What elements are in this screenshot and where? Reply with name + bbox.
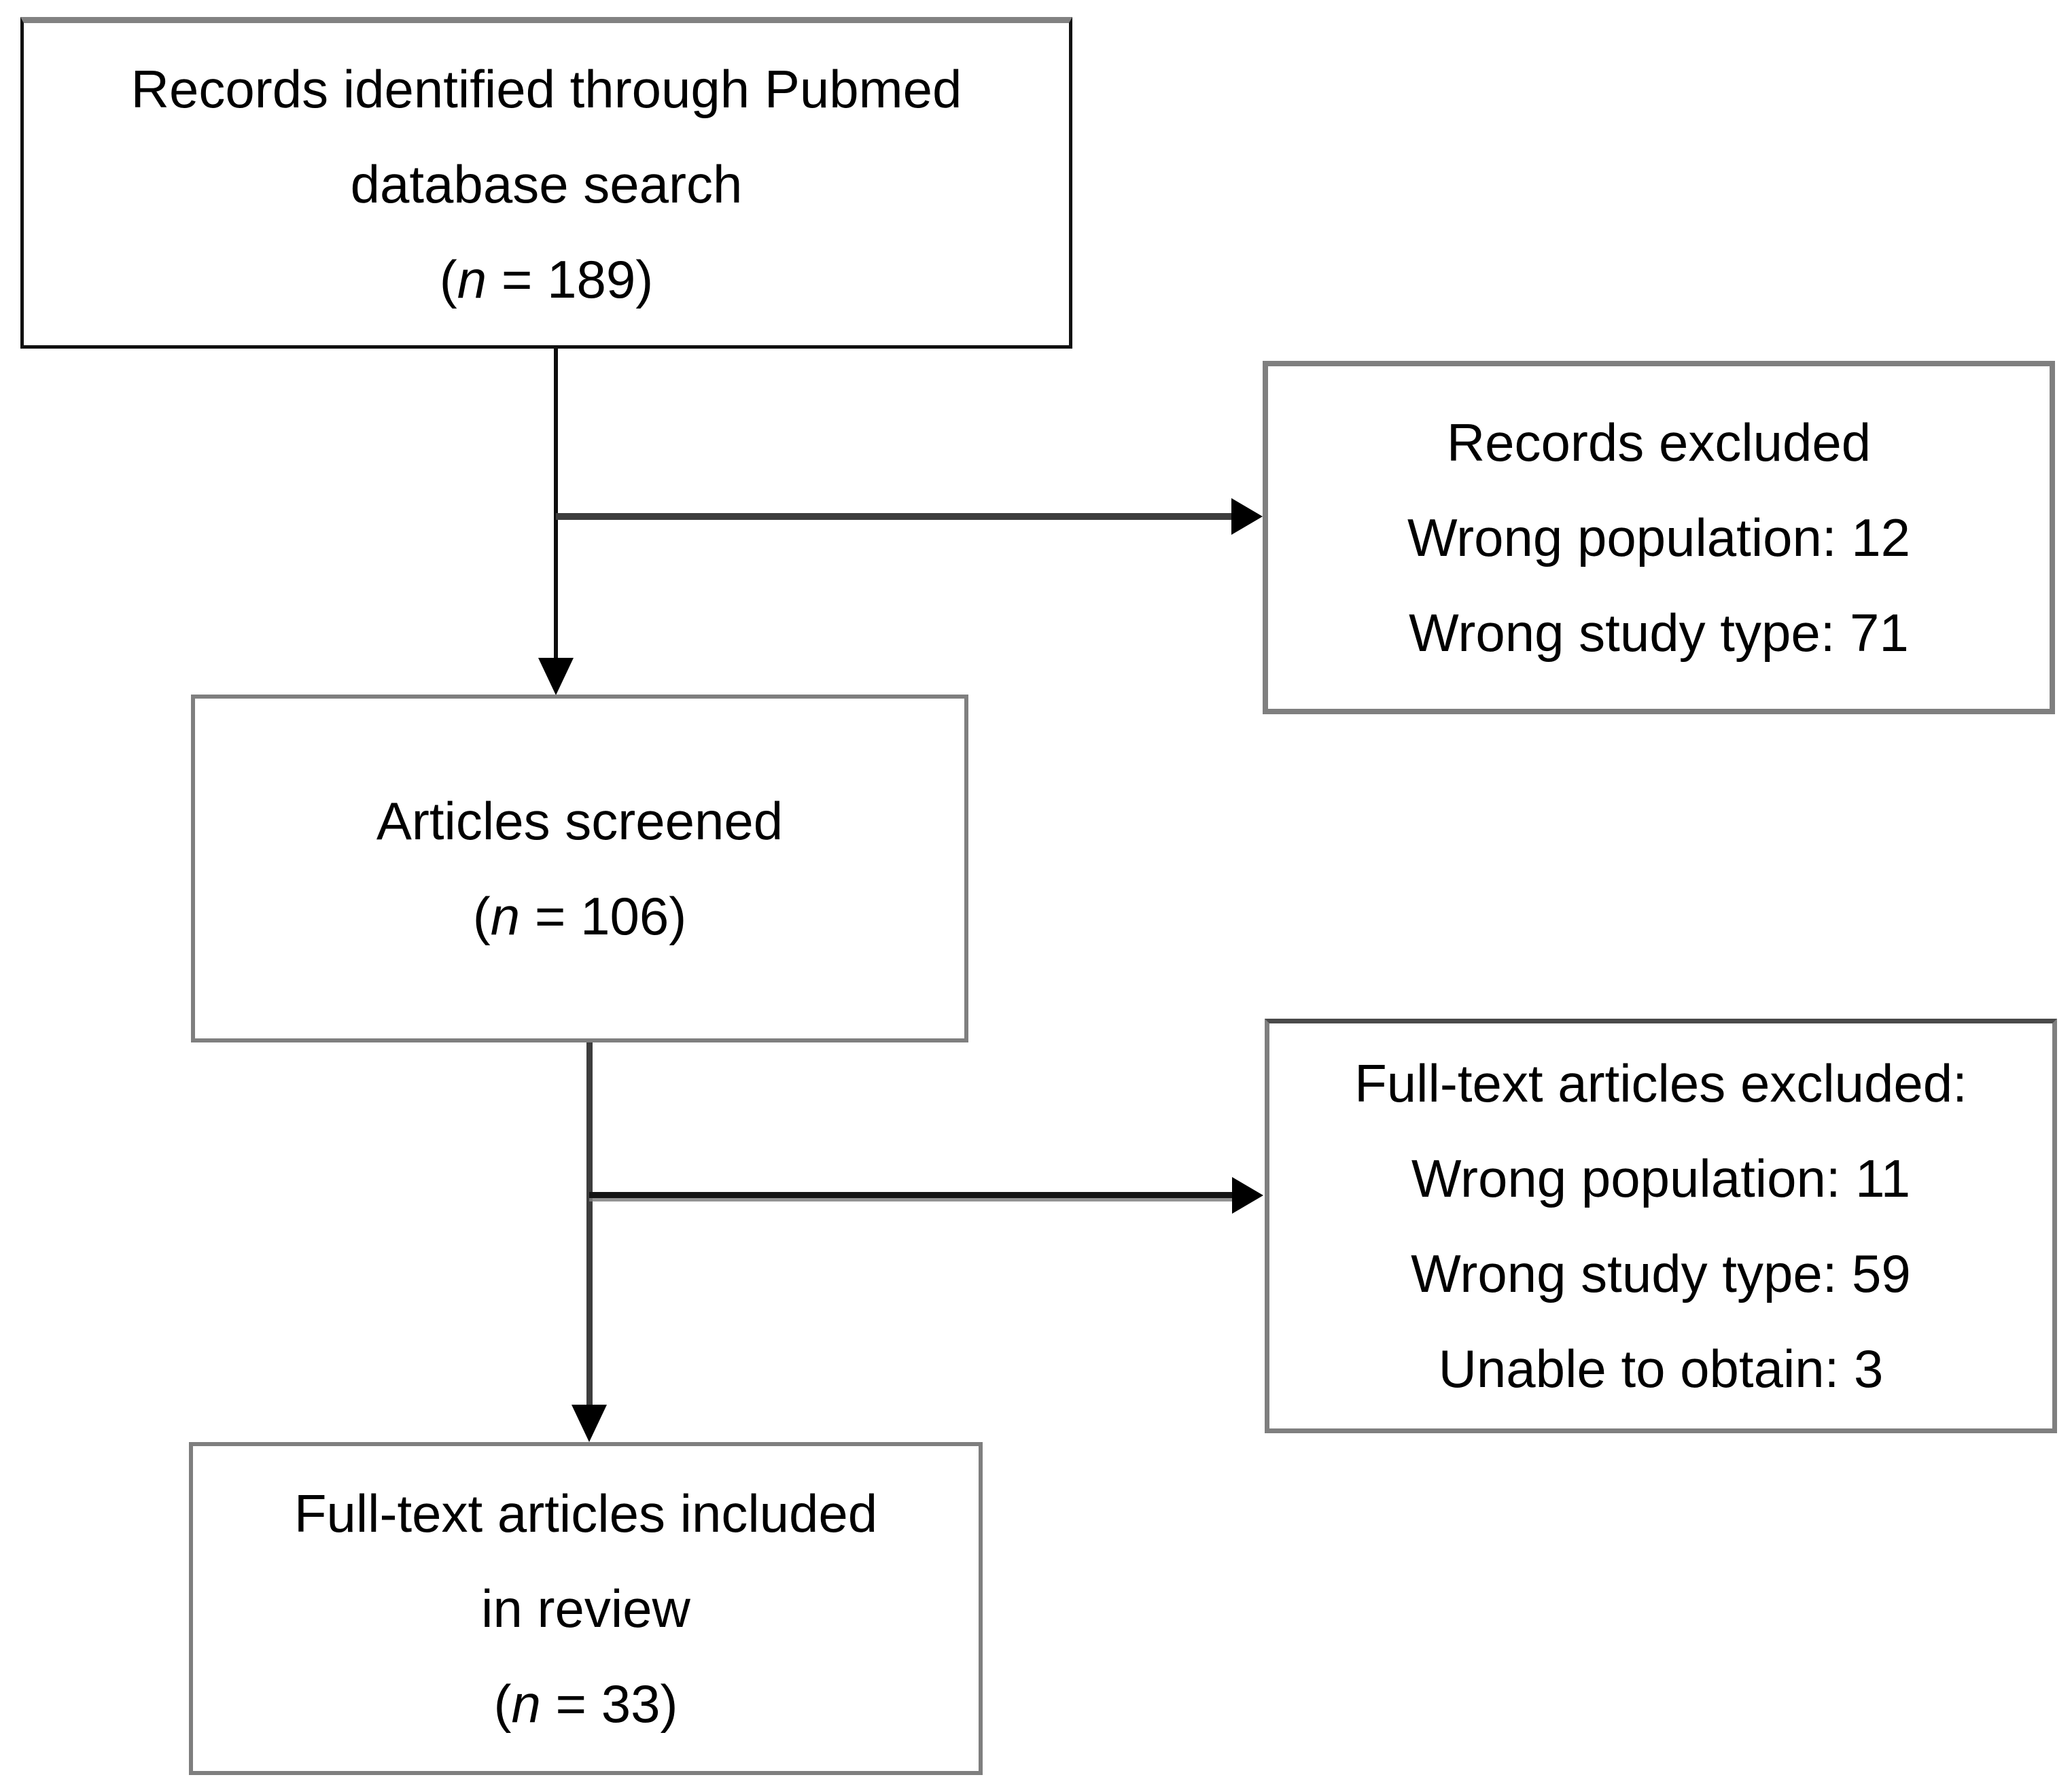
box-fulltext-included-count: (n = 33): [493, 1674, 678, 1734]
box-fulltext-excluded: Full-text articles excluded: Wrong popul…: [1265, 1019, 2057, 1433]
box-records-excluded-line3: Wrong study type: 71: [1409, 603, 1909, 663]
box-records-identified-line2: database search: [350, 154, 743, 214]
box-fulltext-excluded-line4: Unable to obtain: 3: [1438, 1339, 1884, 1399]
box-fulltext-included: Full-text articles included in review (n…: [189, 1442, 983, 1775]
box-records-identified-line1: Records identified through Pubmed: [130, 59, 962, 119]
box-records-excluded: Records excluded Wrong population: 12 Wr…: [1263, 361, 2055, 714]
box-articles-screened-line1: Articles screened: [376, 791, 784, 851]
arrowhead-into-screened: [538, 658, 574, 695]
box-fulltext-excluded-line3: Wrong study type: 59: [1411, 1244, 1911, 1303]
box-fulltext-excluded-line1: Full-text articles excluded:: [1354, 1053, 1967, 1113]
box-records-excluded-line1: Records excluded: [1446, 413, 1872, 472]
box-records-identified-count: (n = 189): [439, 249, 654, 309]
arrow-line-identified-to-screened: [554, 348, 558, 659]
box-articles-screened-count: (n = 106): [472, 886, 687, 946]
arrow-line-branch-fulltext-excluded: [589, 1192, 1236, 1198]
box-articles-screened: Articles screened (n = 106): [191, 695, 968, 1042]
box-fulltext-included-line2: in review: [481, 1579, 690, 1638]
arrowhead-into-fulltext-excluded: [1232, 1177, 1263, 1214]
box-fulltext-excluded-line2: Wrong population: 11: [1411, 1148, 1911, 1208]
arrowhead-into-records-excluded: [1231, 498, 1263, 535]
arrowhead-into-included: [572, 1405, 607, 1442]
arrow-line-branch-records-excluded: [556, 513, 1235, 520]
box-records-identified: Records identified through Pubmed databa…: [20, 17, 1072, 349]
arrow-line-screened-to-included: [586, 1042, 593, 1407]
box-records-excluded-line2: Wrong population: 12: [1407, 508, 1911, 567]
box-fulltext-included-line1: Full-text articles included: [294, 1484, 878, 1543]
